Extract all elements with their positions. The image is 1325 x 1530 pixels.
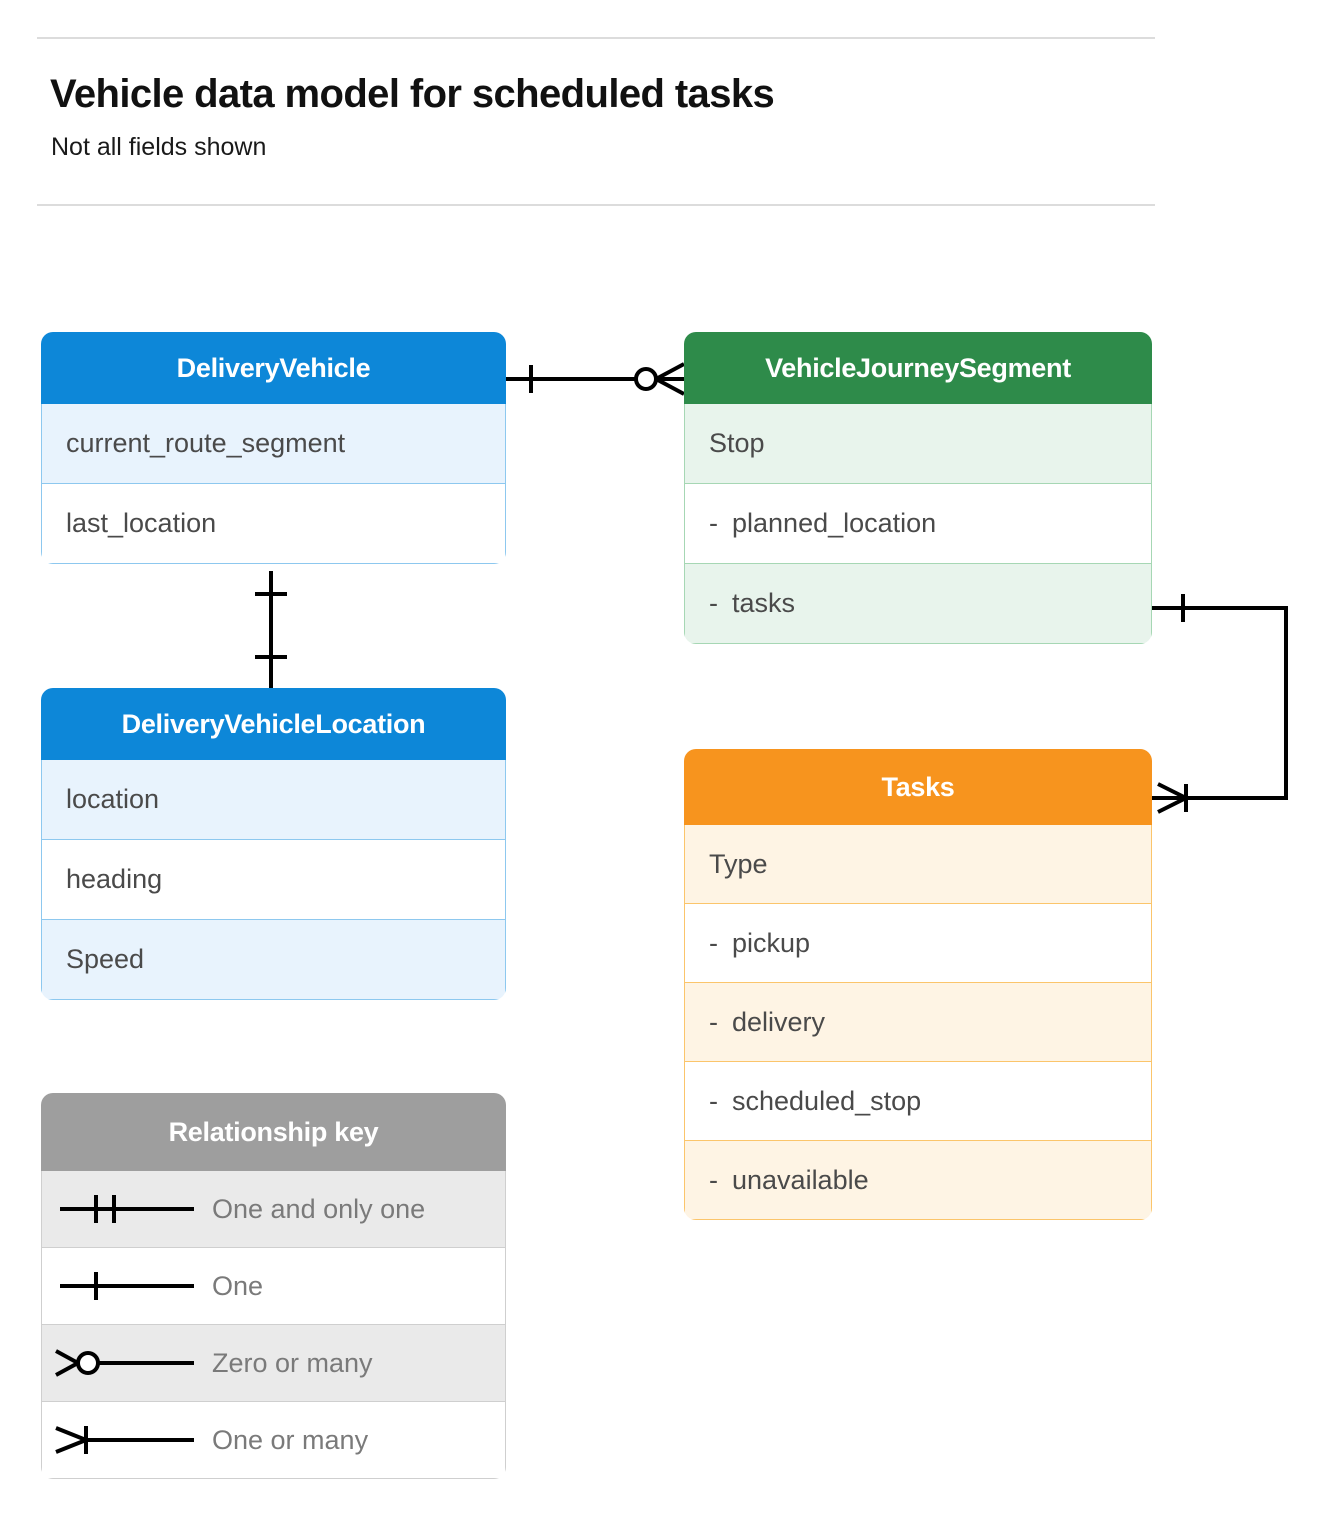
- connector-delivery-vehicle-to-vehicle-location: [255, 571, 287, 688]
- list-item[interactable]: One or many: [41, 1402, 506, 1479]
- page-title: Vehicle data model for scheduled tasks: [50, 72, 775, 116]
- legend-label: Zero or many: [212, 1347, 373, 1378]
- table-row[interactable]: - scheduled_stop: [684, 1062, 1152, 1141]
- entity-vehicle-journey-segment-header: VehicleJourneySegment: [684, 332, 1152, 404]
- connector-journey-segment-tasks-to-tasks: [1152, 594, 1288, 814]
- table-row[interactable]: Stop: [684, 404, 1152, 484]
- zero-or-many-icon: [42, 1325, 212, 1401]
- field-label: unavailable: [732, 1164, 869, 1195]
- entity-tasks-rows: Type - pickup - delivery - scheduled_sto…: [684, 825, 1152, 1220]
- field-label: scheduled_stop: [732, 1085, 922, 1116]
- entity-delivery-vehicle-location-rows: location heading Speed: [41, 760, 506, 1000]
- bullet-dash-icon: -: [709, 1006, 718, 1037]
- relationship-key-header: Relationship key: [41, 1093, 506, 1171]
- list-item[interactable]: One: [41, 1248, 506, 1325]
- bullet-dash-icon: -: [709, 588, 718, 618]
- field-label: current_route_segment: [66, 428, 346, 458]
- page-subtitle: Not all fields shown: [51, 133, 267, 161]
- entity-vehicle-journey-segment[interactable]: VehicleJourneySegment Stop - planned_loc…: [684, 332, 1152, 644]
- one-or-many-icon: [42, 1402, 212, 1478]
- field-label: delivery: [732, 1006, 826, 1037]
- table-row[interactable]: heading: [41, 840, 506, 920]
- table-row[interactable]: - delivery: [684, 983, 1152, 1062]
- list-item[interactable]: Zero or many: [41, 1325, 506, 1402]
- relationship-key-rows: One and only one One: [41, 1171, 506, 1479]
- table-row[interactable]: - planned_location: [684, 484, 1152, 564]
- table-row[interactable]: - tasks: [684, 564, 1152, 644]
- legend-label: One and only one: [212, 1193, 426, 1224]
- entity-delivery-vehicle-location[interactable]: DeliveryVehicleLocation location heading…: [41, 688, 506, 1000]
- field-label: last_location: [66, 508, 217, 538]
- legend-label: One or many: [212, 1424, 369, 1455]
- entity-delivery-vehicle-location-header: DeliveryVehicleLocation: [41, 688, 506, 760]
- field-label: Type: [709, 848, 768, 879]
- field-label: Speed: [66, 944, 145, 974]
- list-item[interactable]: One and only one: [41, 1171, 506, 1248]
- one-icon: [42, 1248, 212, 1324]
- entity-delivery-vehicle-header: DeliveryVehicle: [41, 332, 506, 404]
- table-row[interactable]: - unavailable: [684, 1141, 1152, 1220]
- field-label: planned_location: [732, 508, 937, 538]
- bullet-dash-icon: -: [709, 1164, 718, 1195]
- field-label: heading: [66, 864, 163, 894]
- table-row[interactable]: location: [41, 760, 506, 840]
- table-row[interactable]: - pickup: [684, 904, 1152, 983]
- table-row[interactable]: Speed: [41, 920, 506, 1000]
- field-label: Stop: [709, 428, 765, 458]
- field-label: tasks: [732, 588, 796, 618]
- bullet-dash-icon: -: [709, 927, 718, 958]
- bullet-dash-icon: -: [709, 1085, 718, 1116]
- connector-delivery-vehicle-to-journey-segment: [506, 362, 685, 396]
- legend-label: One: [212, 1270, 264, 1301]
- entity-tasks[interactable]: Tasks Type - pickup - delivery - schedul…: [684, 749, 1152, 1220]
- header-divider-top: [37, 37, 1155, 39]
- field-label: location: [66, 784, 160, 814]
- entity-tasks-header: Tasks: [684, 749, 1152, 825]
- relationship-key-legend[interactable]: Relationship key One and only one: [41, 1093, 506, 1479]
- entity-delivery-vehicle-rows: current_route_segment last_location: [41, 404, 506, 564]
- table-row[interactable]: last_location: [41, 484, 506, 564]
- entity-delivery-vehicle[interactable]: DeliveryVehicle current_route_segment la…: [41, 332, 506, 564]
- table-row[interactable]: current_route_segment: [41, 404, 506, 484]
- one-and-only-one-icon: [42, 1171, 212, 1247]
- header-divider-bottom: [37, 204, 1155, 206]
- table-row[interactable]: Type: [684, 825, 1152, 904]
- entity-vehicle-journey-segment-rows: Stop - planned_location - tasks: [684, 404, 1152, 644]
- field-label: pickup: [732, 927, 811, 958]
- bullet-dash-icon: -: [709, 508, 718, 538]
